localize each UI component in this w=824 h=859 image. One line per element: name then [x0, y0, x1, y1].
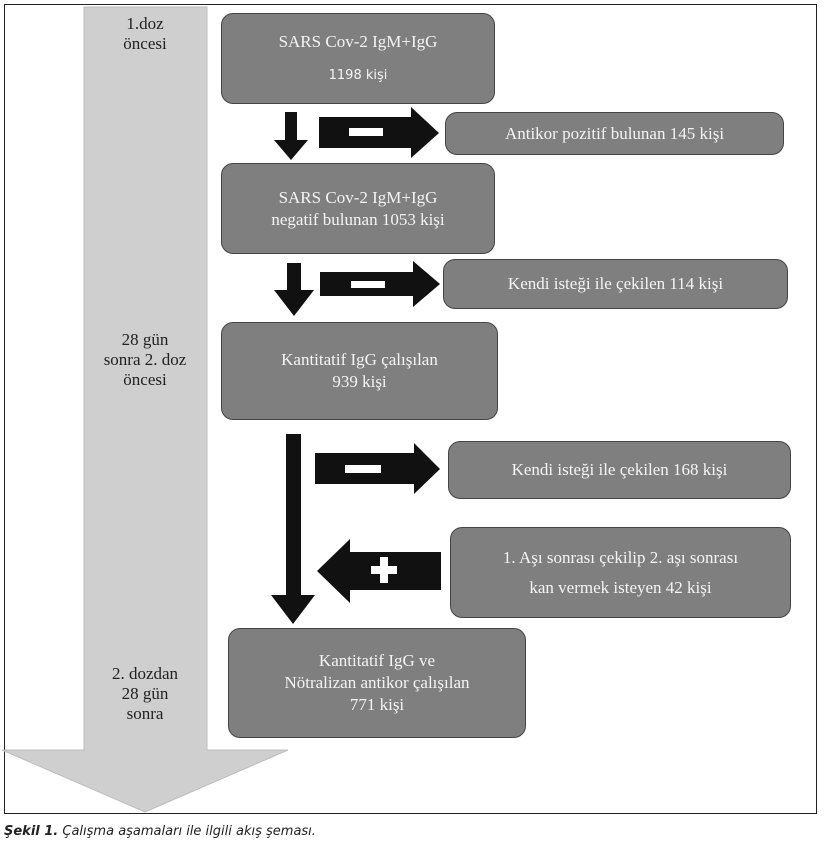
- plus-sign-vertical: [380, 557, 388, 583]
- box-rejoined-line2: kan vermek isteyen 42 kişi: [529, 577, 712, 597]
- box-rejoined-line1: 1. Aşı sonrası çekilip 2. aşı sonrası: [502, 547, 739, 567]
- box-antibody-positive-text: Antikor pozitif bulunan 145 kişi: [504, 123, 725, 143]
- box-negative: SARS Cov-2 IgM+IgG negatif bulunan 1053 …: [221, 163, 495, 254]
- box-final-analysis: Kantitatif IgG ve Nötralizan antikor çal…: [228, 628, 526, 738]
- box-withdrew-first: Kendi isteği ile çekilen 114 kişi: [443, 259, 788, 309]
- box-withdrew-first-text: Kendi isteği ile çekilen 114 kişi: [507, 274, 724, 293]
- minus-sign-1: [349, 128, 383, 136]
- box-initial-screening-title: SARS Cov-2 IgM+IgG: [278, 31, 438, 51]
- caption-label: Şekil 1.: [4, 824, 59, 839]
- box-quantitative-igg: Kantitatif IgG çalışılan 939 kişi: [221, 322, 498, 420]
- stage-label-before-second-dose: 28 gün sonra 2. doz öncesi: [103, 330, 187, 389]
- box-antibody-positive: Antikor pozitif bulunan 145 kişi: [445, 112, 784, 155]
- box-negative-line1: SARS Cov-2 IgM+IgG: [278, 187, 438, 207]
- caption-text: Çalışma aşamaları ile ilgili akış şeması…: [62, 824, 316, 839]
- box-final-analysis-line2: Nötralizan antikor çalışılan: [284, 673, 470, 692]
- box-final-analysis-line1: Kantitatif IgG ve: [318, 651, 436, 670]
- box-withdrew-second: Kendi isteği ile çekilen 168 kişi: [448, 441, 791, 499]
- down-arrow-3: [271, 434, 315, 624]
- box-quantitative-igg-line2: 939 kişi: [332, 372, 387, 391]
- down-arrow-2: [274, 263, 314, 316]
- box-negative-line2: negatif bulunan 1053 kişi: [271, 209, 445, 229]
- box-withdrew-second-text: Kendi isteği ile çekilen 168 kişi: [511, 460, 728, 479]
- minus-sign-3: [345, 465, 381, 473]
- box-initial-screening-count: 1198 kişi: [328, 67, 388, 83]
- figure-caption: Şekil 1. Çalışma aşamaları ile ilgili ak…: [4, 824, 316, 839]
- box-rejoined: 1. Aşı sonrası çekilip 2. aşı sonrası ka…: [450, 527, 791, 618]
- box-initial-screening: SARS Cov-2 IgM+IgG 1198 kişi: [221, 13, 495, 104]
- box-quantitative-igg-line1: Kantitatif IgG çalışılan: [281, 350, 438, 369]
- down-arrow-1: [274, 112, 308, 160]
- stage-label-before-first-dose: 1.doz öncesi: [123, 14, 167, 53]
- box-final-analysis-line3: 771 kişi: [349, 695, 405, 714]
- minus-sign-2: [351, 281, 385, 288]
- stage-label-after-second-dose: 2. dozdan 28 gün sonra: [111, 664, 179, 723]
